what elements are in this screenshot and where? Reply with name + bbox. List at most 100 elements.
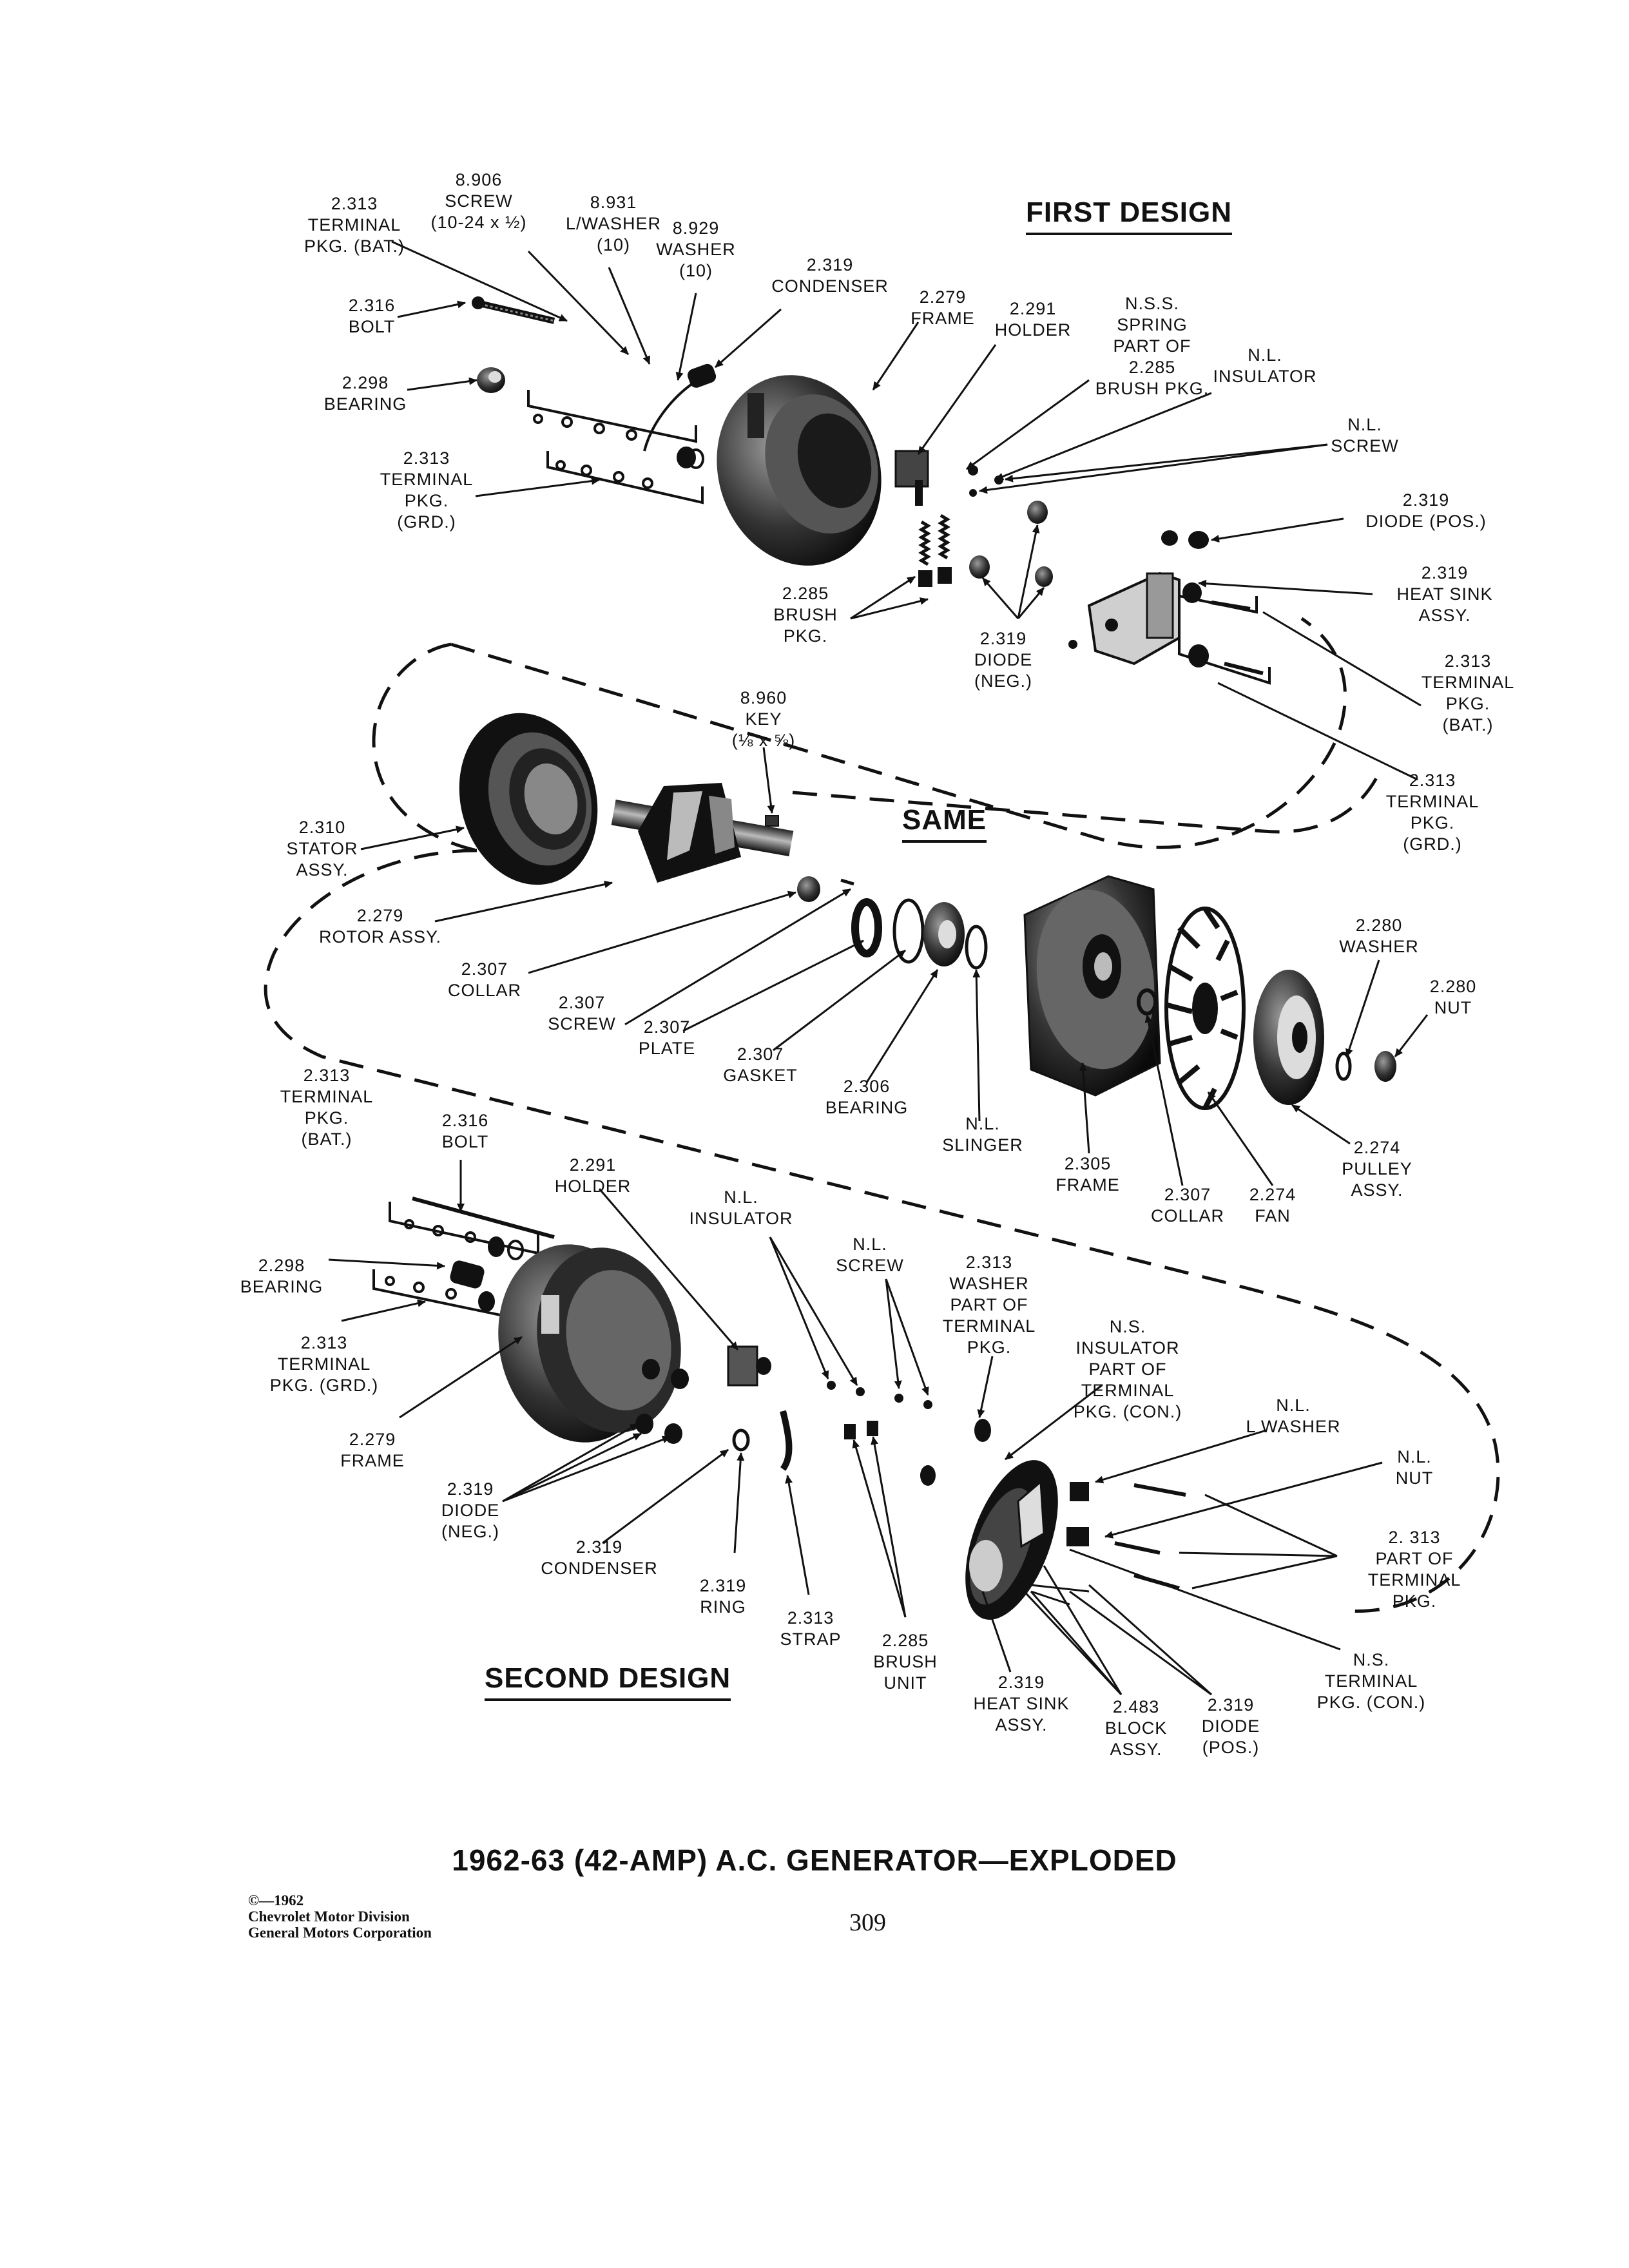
part-label-line: SCREW — [836, 1256, 904, 1275]
terminal-pkg-bat-b — [1178, 580, 1271, 685]
part-label-line: 2.319 — [699, 1576, 747, 1595]
screws-nl-b — [827, 1381, 932, 1409]
copyright-line-3: General Motors Corporation — [248, 1925, 432, 1941]
part-label-line: PKG. — [783, 626, 828, 646]
slinger-nl — [965, 925, 988, 970]
part-label-line: L/WASHER — [565, 214, 662, 233]
bolt-2316-a — [472, 296, 555, 324]
part-label-line: 2.313 — [1409, 771, 1456, 790]
part-label-line: COLLAR — [1150, 1206, 1225, 1225]
copyright-line-2: Chevrolet Motor Division — [248, 1908, 410, 1925]
part-label-line: 2.307 — [461, 959, 508, 979]
part-label-line: PKG. — [1410, 813, 1455, 832]
part-label-line: PART OF — [950, 1295, 1028, 1314]
part-label-line: 2.307 — [558, 993, 606, 1012]
part-label-nl-ins-b: N.L.INSULATOR — [689, 1187, 793, 1229]
part-label-line: TERMINAL — [1324, 1671, 1418, 1691]
part-label-line: 2.313 — [300, 1333, 348, 1352]
part-label-line: UNIT — [883, 1673, 927, 1693]
part-label-line: TERMINAL — [1421, 673, 1515, 692]
part-label-line: DIODE — [974, 650, 1033, 669]
part-label-line: INSULATOR — [1213, 367, 1317, 386]
holder-2291-a — [894, 450, 929, 506]
part-label-line: BEARING — [323, 394, 407, 414]
part-label-line: BLOCK — [1104, 1718, 1168, 1738]
part-label-line: HOLDER — [554, 1177, 631, 1196]
dashed-separator-lines — [264, 617, 1500, 1613]
part-label-line: WASHER — [656, 240, 736, 259]
part-label-line: 2.298 — [258, 1256, 305, 1275]
part-label-line: HOLDER — [994, 320, 1072, 340]
part-label-line: FAN — [1255, 1206, 1291, 1225]
part-label-line: 2.310 — [298, 818, 346, 837]
heat-sink-assy-a — [1068, 572, 1202, 666]
part-label-line: PKG. (BAT.) — [304, 236, 405, 256]
part-label-line: PKG. — [404, 491, 449, 510]
part-label-line: WASHER — [1339, 937, 1419, 956]
part-label-line: 2.291 — [1009, 299, 1057, 318]
first-design-parts — [472, 296, 1271, 827]
part-label-line: 2.319 — [998, 1673, 1045, 1692]
part-label-line: N.S. — [1353, 1650, 1390, 1669]
part-label-line: ASSY. — [296, 860, 349, 879]
collar-2307-b — [1137, 988, 1157, 1015]
part-label-line: SCREW — [548, 1014, 616, 1033]
part-label-line: (⅛ x ⅝) — [731, 731, 796, 750]
part-label-line: TERMINAL — [280, 1087, 374, 1106]
small-screws-nl — [968, 465, 1003, 497]
part-label-line: PART OF — [1113, 336, 1191, 356]
part-label-line: KEY — [745, 709, 782, 729]
part-label-line: 2.280 — [1355, 916, 1403, 935]
part-label-line: BEARING — [825, 1098, 909, 1117]
part-label-line: (BAT.) — [1442, 715, 1494, 735]
bearing-2306 — [923, 902, 965, 966]
part-label-line: N.L. — [965, 1114, 1000, 1133]
block-assy-2483 — [1030, 1584, 1090, 1606]
part-label-line: N.L. — [1276, 1396, 1311, 1415]
part-label-line: 2.305 — [1064, 1154, 1112, 1173]
second-design-parts — [372, 1196, 1186, 1620]
part-label-line: (NEG.) — [974, 671, 1032, 691]
part-label-line: 8.929 — [672, 218, 720, 238]
page-number: 309 — [849, 1909, 886, 1936]
part-label-line: BEARING — [240, 1277, 323, 1296]
part-label-line: 2.285 — [782, 584, 829, 603]
bearing-2298-b — [450, 1260, 485, 1289]
heading-first-design: FIRST DESIGN — [1026, 197, 1233, 235]
part-label-line: 2.313 — [303, 1066, 351, 1085]
washers-2313 — [920, 1419, 991, 1486]
fan-2274 — [1164, 907, 1246, 1110]
part-label-line: TERMINAL — [307, 215, 401, 235]
part-label-line: SCREW — [445, 191, 513, 211]
collar-2307-a — [797, 876, 820, 902]
part-label-line: COLLAR — [447, 981, 522, 1000]
part-label-line: 2.316 — [348, 296, 396, 315]
part-label-line: PLATE — [638, 1039, 696, 1058]
part-label-line: 2.298 — [342, 373, 389, 392]
same-design-parts — [459, 713, 1396, 1110]
diode-pos-a — [1161, 530, 1209, 549]
strap-2313 — [780, 1410, 793, 1471]
plate-2307 — [851, 898, 882, 957]
ring-2319 — [732, 1428, 750, 1452]
part-label-nl-lw: N.L.L WASHER — [1246, 1395, 1340, 1437]
part-label-line: PKG. (CON.) — [1316, 1693, 1426, 1712]
leader-lines — [328, 240, 1429, 1696]
part-label-line: ROTOR ASSY. — [318, 927, 442, 947]
part-label-line: 2.280 — [1429, 977, 1477, 996]
